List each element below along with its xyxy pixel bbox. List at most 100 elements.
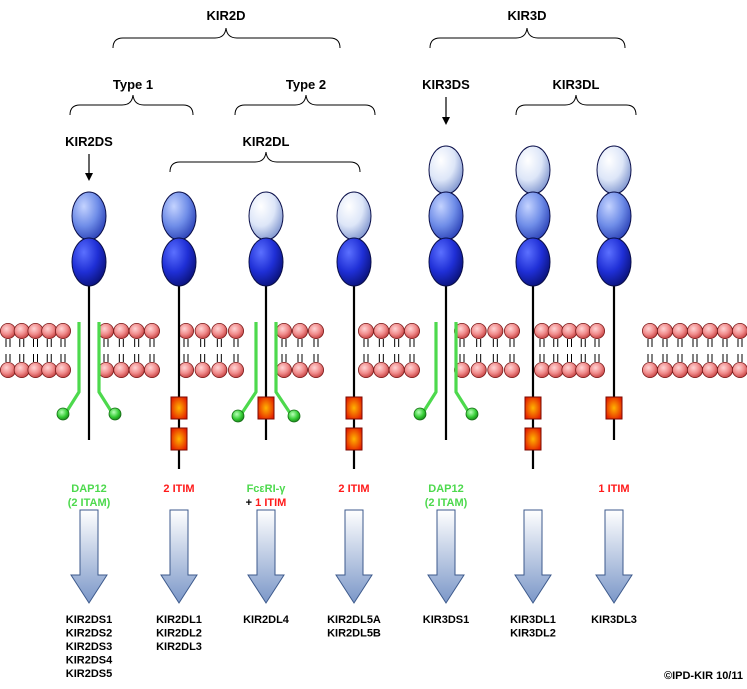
ig-domain-light: [596, 145, 632, 195]
gene-name: KIR2DL3: [156, 641, 202, 653]
brace-type1: [69, 94, 194, 116]
lipid-head: [373, 322, 390, 339]
downstream-arrow: [427, 509, 465, 604]
downstream-arrow: [335, 509, 373, 604]
signal-text: 2 ITIM: [163, 483, 194, 495]
lipid-head: [547, 361, 564, 378]
lipid-head: [642, 322, 659, 339]
lipid-head: [487, 361, 504, 378]
receptor-kir3ds: DAP12 (2 ITAM) KIR3DS1: [413, 145, 479, 626]
lipid-head: [41, 322, 58, 339]
gene-name: KIR3DL2: [510, 628, 556, 640]
ig-domain-dark: [596, 237, 632, 287]
lipid-head: [732, 362, 747, 378]
ig-domain-mid: [596, 191, 632, 241]
itam-motif: [413, 407, 427, 421]
lipid-head: [307, 361, 324, 378]
lipid-head: [275, 322, 292, 339]
signal-label: DAP12: [71, 483, 106, 495]
lipid-head: [177, 361, 194, 378]
lipid-head: [227, 322, 244, 339]
gene-name: KIR2DS1: [66, 614, 112, 626]
group-label-kir3dl: KIR3DL: [553, 77, 600, 92]
lipid-head: [177, 322, 194, 339]
group-label-kir2ds: KIR2DS: [65, 134, 113, 149]
ig-domain-light: [336, 191, 372, 241]
brace-kir3d: [429, 27, 626, 49]
ig-domain-mid: [161, 191, 197, 241]
lipid-head: [143, 322, 160, 339]
signal-label: (2 ITAM): [425, 497, 468, 509]
ig-domain-dark: [515, 237, 551, 287]
lipid-head: [503, 322, 520, 339]
lipid-head: [687, 361, 704, 378]
lipid-head: [98, 322, 115, 339]
lipid-head: [27, 322, 44, 339]
lipid-head: [211, 322, 228, 339]
adaptor-chain: [97, 322, 113, 412]
lipid-head: [275, 361, 292, 378]
ig-domain-light: [428, 145, 464, 195]
signal-text: 1 ITIM: [598, 483, 629, 495]
lipid-head: [98, 361, 115, 378]
lipid-head: [113, 361, 130, 378]
lipid-head: [503, 361, 520, 378]
gene-name: KIR2DL1: [156, 614, 202, 626]
signal-label: + 1 ITIM: [246, 497, 287, 509]
ig-domain-light: [248, 191, 284, 241]
gene-name: KIR2DS3: [66, 641, 112, 653]
itim-box: [605, 396, 623, 420]
receptor-layer: DAP12 (2 ITAM) KIR2DS1KIR2DS2KIR2DS3KIR2DS…: [56, 145, 637, 680]
signal-text: 1 ITIM: [255, 497, 286, 509]
arrow-kir2ds-head: [85, 173, 93, 181]
itim-box: [524, 396, 542, 420]
downstream-arrow: [595, 509, 633, 604]
lipid-head: [575, 361, 592, 378]
gene-name: KIR2DS4: [66, 655, 113, 667]
lipid-head: [357, 322, 374, 339]
lipid-head: [702, 322, 719, 339]
group-label-type2: Type 2: [286, 77, 326, 92]
lipid-head: [702, 361, 719, 378]
gene-name: KIR2DS5: [66, 668, 112, 680]
group-label-kir2dl: KIR2DL: [243, 134, 290, 149]
lipid-head: [27, 361, 44, 378]
lipid-head: [307, 322, 324, 339]
gene-name: KIR2DS2: [66, 628, 112, 640]
lipid-head: [0, 322, 16, 339]
lipid-head: [672, 322, 689, 339]
ig-domain-dark: [336, 237, 372, 287]
lipid-head: [642, 361, 659, 378]
signal-prefix: +: [246, 497, 255, 509]
gene-name: KIR2DL2: [156, 628, 202, 640]
lipid-head: [732, 323, 747, 339]
itam-motif: [231, 409, 245, 423]
lipid-head: [470, 361, 487, 378]
signal-text: FcεRI-γ: [247, 483, 287, 495]
lipid-head: [291, 322, 308, 339]
receptor-kir2ds: DAP12(2 ITAM)KIR2DS1KIR2DS2KIR2DS3KIR2DS…: [56, 191, 122, 680]
lipid-head: [128, 322, 145, 339]
adaptor-chain: [422, 322, 438, 412]
lipid-head: [547, 322, 564, 339]
lipid-head: [589, 322, 606, 339]
lipid-head: [373, 361, 390, 378]
itim-box: [524, 427, 542, 451]
ig-domain-dark: [71, 237, 107, 287]
lipid-head: [470, 322, 487, 339]
downstream-arrow: [247, 509, 285, 604]
lipid-head: [717, 361, 734, 378]
adaptor-chain: [65, 322, 81, 412]
lipid-head: [357, 361, 374, 378]
lipid-head: [388, 322, 405, 339]
lipid-head: [403, 361, 420, 378]
lipid-head: [55, 361, 72, 378]
lipid-head: [13, 322, 30, 339]
signal-label: 1 ITIM: [598, 483, 629, 495]
gene-name: KIR3DS1: [423, 614, 469, 626]
gene-name: KIR2DL4: [243, 614, 290, 626]
group-label-kir3ds: KIR3DS: [422, 77, 470, 92]
lipid-head: [0, 361, 16, 378]
signal-label: DAP12: [428, 483, 463, 495]
